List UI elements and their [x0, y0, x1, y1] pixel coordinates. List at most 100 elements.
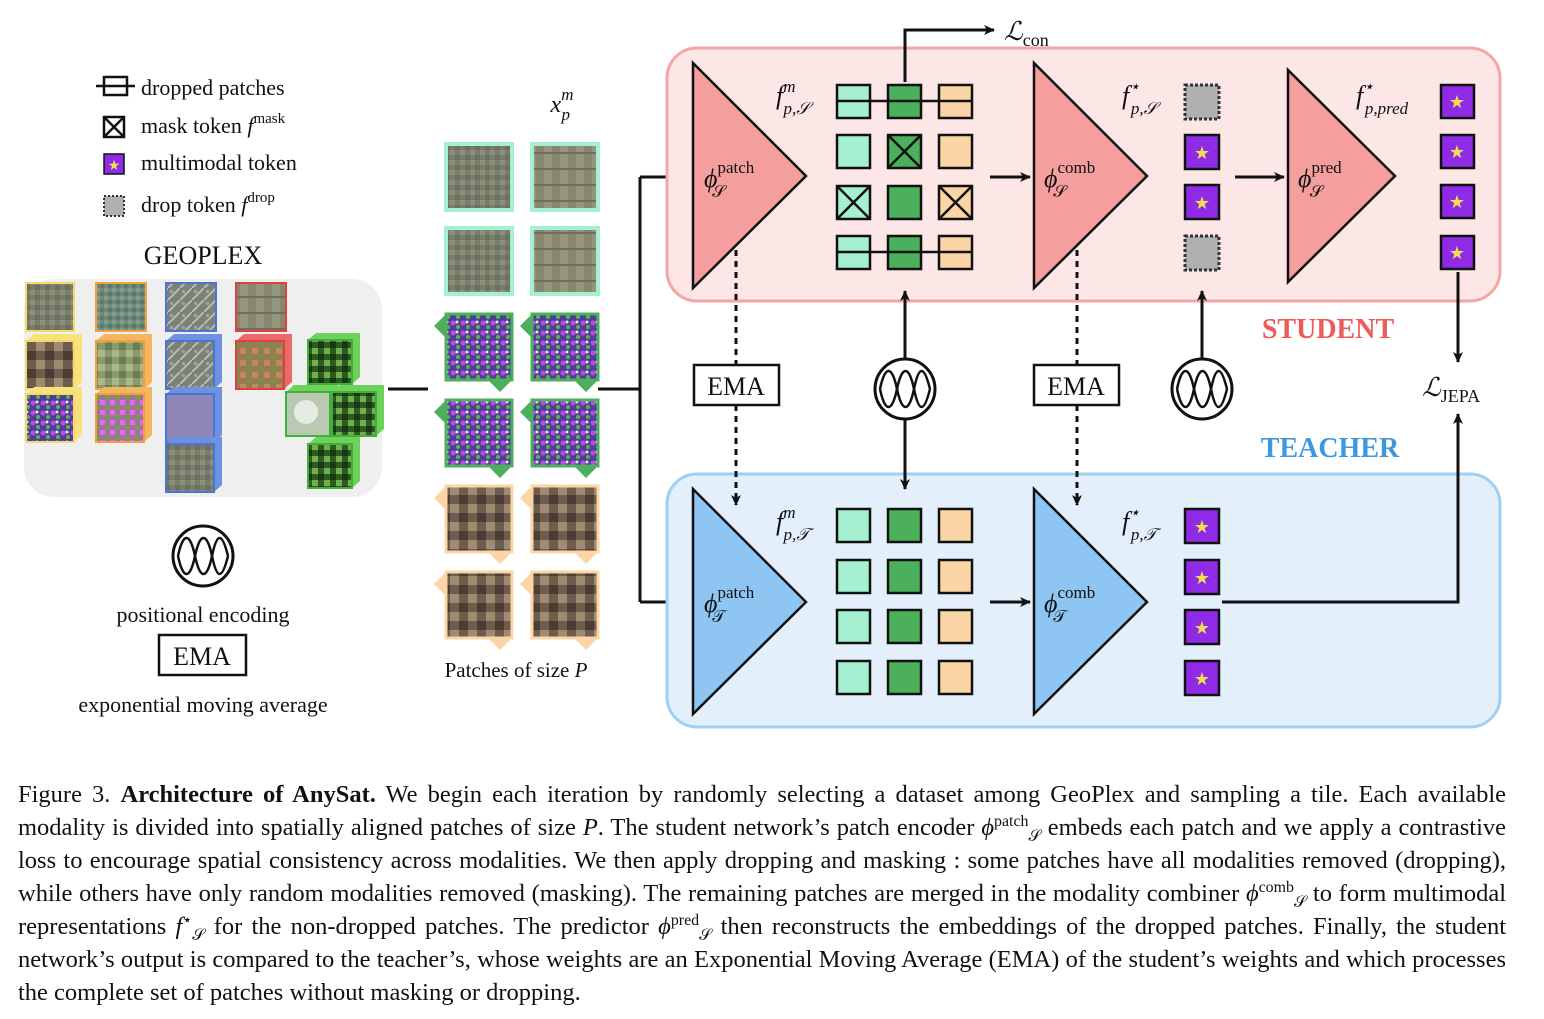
teacher-multimodal-tokens: ★ ★ ★ ★: [1183, 507, 1221, 697]
dataset-cube: [307, 437, 360, 489]
patches-label: Patches of size P: [445, 658, 588, 682]
patch-cube: [434, 484, 514, 564]
legend: dropped patches mask token fmask ★ multi…: [96, 75, 297, 217]
figure-caption: Figure 3. Architecture of AnySat. We beg…: [18, 781, 1507, 1006]
ema-box-comb: EMA: [1032, 363, 1121, 407]
svg-text:ϕpred𝒮: ϕpred𝒮: [1298, 158, 1342, 201]
student-multimodal-tokens: ★ ★: [1183, 83, 1221, 272]
mask-token-icon: [102, 115, 126, 139]
multimodal-token: ★: [1439, 133, 1476, 170]
dataset-cube: [95, 334, 152, 390]
multimodal-token: ★: [1439, 183, 1476, 220]
dropped-row: [835, 234, 974, 271]
svg-text:★: ★: [1449, 192, 1465, 212]
multimodal-token: ★: [1439, 83, 1476, 120]
positional-encoding-icon: [873, 357, 937, 421]
multimodal-token: ★: [1183, 659, 1221, 697]
patch-cube: [520, 398, 600, 478]
svg-text:★: ★: [1449, 243, 1465, 263]
posenc-label: positional encoding: [117, 602, 290, 627]
multimodal-token: ★: [1183, 507, 1221, 545]
patch-cube: [434, 398, 514, 478]
patch-tile: [444, 226, 514, 296]
multimodal-token: ★: [1439, 234, 1476, 271]
patch-tile: [530, 142, 600, 212]
student-pred-feature-label: f⋆p,pred: [1356, 77, 1409, 118]
svg-text:★: ★: [1194, 669, 1210, 689]
svg-text:ϕpatch𝒮: ϕpatch𝒮: [704, 158, 755, 201]
teacher-label: TEACHER: [1261, 433, 1400, 464]
contrastive-loss-label: ℒcon: [1004, 17, 1049, 50]
teacher-token-grid: [835, 507, 974, 696]
geoplex-title: GEOPLEX: [144, 241, 263, 270]
dataset-cube: [95, 387, 152, 443]
patch-tile: [444, 142, 514, 212]
multimodal-token-icon: ★: [103, 153, 125, 175]
ema-legend-box: EMA: [157, 633, 248, 677]
legend-multimodal-label: multimodal token: [141, 150, 297, 175]
patch-cube: [520, 570, 600, 650]
svg-text:★: ★: [1449, 142, 1465, 162]
patch-cube: [434, 570, 514, 650]
svg-text:★: ★: [1194, 193, 1210, 213]
patch-cube: [434, 312, 514, 392]
architecture-diagram: dropped patches mask token fmask ★ multi…: [24, 17, 1502, 729]
drop-token: [1183, 83, 1221, 121]
dataset-cube: [165, 334, 222, 390]
dataset-cube: [307, 333, 360, 385]
token-row: [835, 184, 974, 221]
svg-text:★: ★: [1194, 143, 1210, 163]
drop-token-icon: [103, 195, 125, 217]
geoplex-datasets: [25, 282, 384, 493]
svg-text:EMA: EMA: [707, 372, 765, 401]
student-predicted-tokens: ★ ★ ★ ★: [1439, 83, 1476, 271]
multimodal-token: ★: [1183, 133, 1221, 171]
svg-text:★: ★: [1194, 618, 1210, 638]
dataset-cube: [25, 387, 82, 443]
jepa-loss-label: ℒJEPA: [1422, 373, 1480, 406]
svg-text:★: ★: [1194, 517, 1210, 537]
dataset-tile: [95, 282, 147, 332]
svg-text:★: ★: [1449, 92, 1465, 112]
dataset-cube: [331, 385, 384, 437]
svg-text:EMA: EMA: [173, 642, 231, 671]
svg-text:EMA: EMA: [1047, 372, 1105, 401]
drop-token: [1183, 234, 1221, 272]
patch-tile: [530, 226, 600, 296]
positional-encoding-icon: [1170, 357, 1234, 421]
dataset-cube: [285, 385, 338, 437]
patch-cube: [520, 312, 600, 392]
student-token-grid: [835, 83, 974, 271]
patch-cube: [520, 484, 600, 564]
student-comb-feature-label: f⋆p,𝒮: [1122, 77, 1162, 118]
legend-drop-label: drop token fdrop: [141, 190, 275, 217]
legend-dropped-label: dropped patches: [141, 75, 285, 100]
dataset-cube: [165, 387, 222, 443]
multimodal-token: ★: [1183, 183, 1221, 221]
positional-encoding-icon: [171, 524, 235, 588]
multimodal-token: ★: [1183, 558, 1221, 596]
svg-text:ϕcomb𝒮: ϕcomb𝒮: [1044, 158, 1095, 201]
patch-stack: [434, 142, 600, 650]
dataset-tile: [235, 282, 287, 332]
token-row: [835, 133, 974, 170]
legend-mask-label: mask token fmask: [141, 111, 286, 138]
teacher-comb-feature-label: f⋆p,𝒯: [1122, 503, 1162, 544]
caption-figure-number: Figure 3.: [18, 781, 111, 808]
flow-arrows: [731, 25, 1463, 607]
dropped-row: [835, 83, 974, 120]
dataset-cube: [165, 437, 222, 493]
svg-text:★: ★: [108, 159, 121, 174]
dataset-cube: [25, 334, 82, 390]
dataset-cube: [235, 334, 292, 390]
student-label: STUDENT: [1262, 314, 1395, 345]
